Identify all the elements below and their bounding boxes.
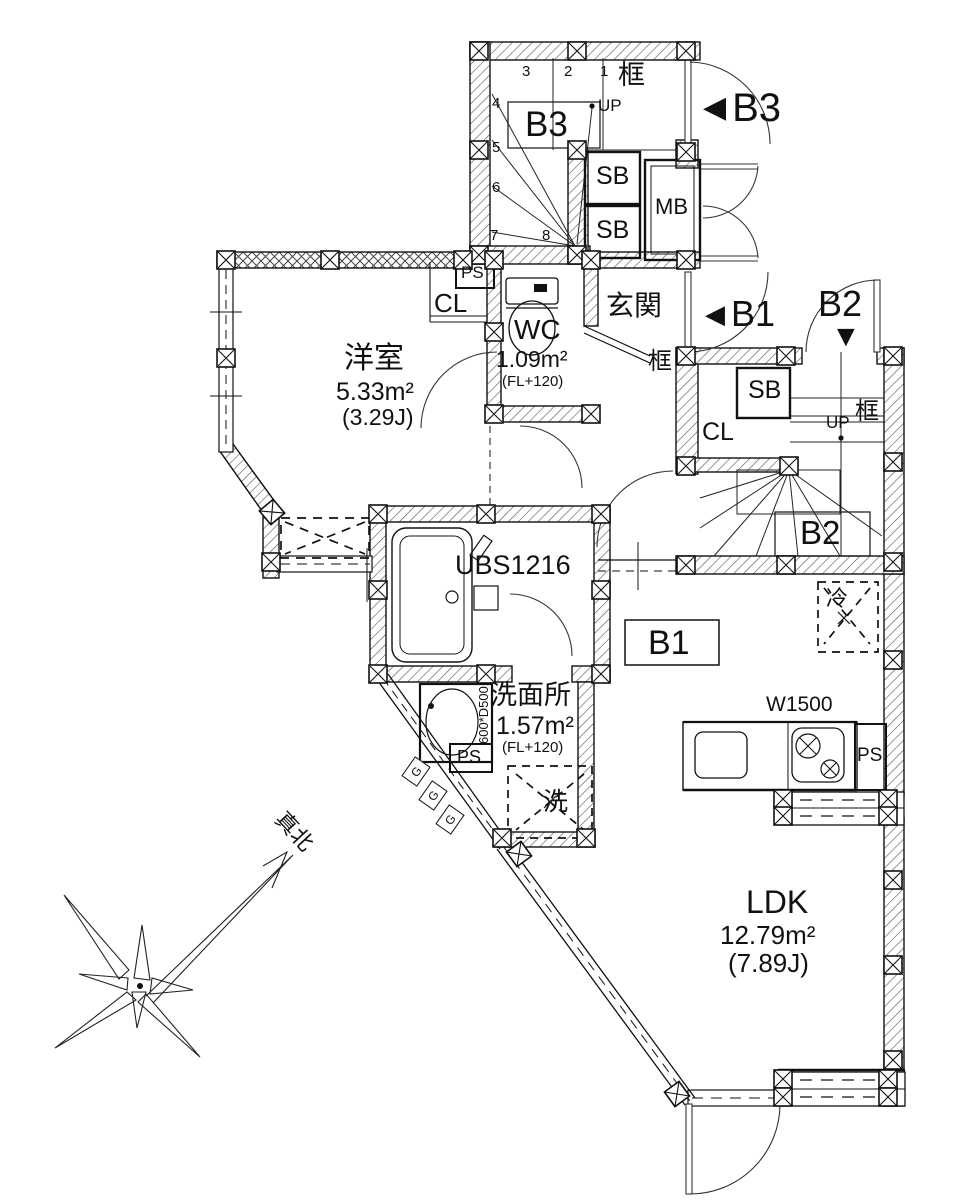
b1-label-box [624, 619, 720, 666]
fridge-label: 冷 [826, 586, 849, 611]
b3-step-8: 8 [542, 227, 551, 244]
entrance-label: 玄関 [606, 290, 663, 321]
ldk-name: LDK [746, 884, 809, 920]
ps-label-3: PS [857, 745, 883, 766]
toilet [505, 277, 559, 356]
bath-unit-label: UBS1216 [455, 550, 571, 580]
washroom-floor-level: (FL+120) [502, 739, 564, 756]
gas-meter-3-label: G [441, 811, 459, 828]
stairs-b2-label: B2 [800, 514, 841, 551]
sb-label-1: SB [596, 162, 630, 190]
up-label-b2: UP [826, 413, 850, 432]
ps-label-2: PS [457, 747, 482, 767]
entry-b3-label: B3 [732, 86, 782, 130]
western-room-jo: (3.29J) [342, 404, 414, 430]
balcony-space [280, 517, 370, 559]
washroom-name: 洗面所 [490, 680, 571, 710]
kamachi-label-genkan: 框 [648, 348, 672, 375]
bathtub [391, 527, 499, 663]
fridge-space [817, 581, 879, 653]
entry-b1: ◀ B1 [705, 296, 775, 332]
washer-label: 洗 [543, 788, 569, 816]
sink-size-label: 600*D500 [476, 686, 491, 744]
b3-step-2: 2 [564, 63, 573, 80]
wc-area: 1.09m² [496, 346, 568, 372]
gas-meter-1-label: G [407, 763, 425, 780]
entry-b2-label: B2 [818, 283, 863, 324]
b3-step-7: 7 [490, 227, 499, 244]
kamachi-label-b3: 框 [618, 60, 645, 90]
washroom-area: 1.57m² [496, 712, 574, 740]
wc-floor-level: (FL+120) [502, 373, 564, 390]
western-room-area: 5.33m² [336, 378, 414, 406]
up-label-b3: UP [598, 96, 622, 115]
kamachi-label-b2: 框 [855, 398, 879, 425]
kitchen-sink [694, 731, 748, 779]
b3-step-4: 4 [492, 95, 501, 112]
sb-label-3: SB [748, 376, 782, 404]
washroom-sink [418, 682, 494, 764]
stairs-b3-label: B3 [525, 105, 568, 144]
ldk-jo: (7.89J) [728, 948, 809, 978]
mb-label: MB [655, 194, 688, 219]
wc-name: WC [514, 314, 561, 345]
shoe-box-2 [583, 204, 642, 260]
entry-b3-arrow-icon: ◀ [703, 91, 727, 124]
mail-box [643, 158, 702, 262]
ps-label-1: PS [461, 263, 484, 282]
burner-1 [795, 733, 821, 759]
shoe-box-1 [583, 150, 642, 206]
b3-step-5: 5 [492, 139, 501, 156]
gas-meter-2-label: G [424, 787, 442, 804]
b3-step-1: 1 [600, 63, 609, 80]
b3-step-3: 3 [522, 63, 531, 80]
b3-step-6: 6 [492, 179, 501, 196]
burner-2 [820, 759, 840, 779]
entry-b1-label: B1 [731, 293, 776, 334]
ldk-area: 12.79m² [720, 920, 816, 950]
shoe-box-3 [735, 366, 792, 420]
western-room-name: 洋室 [344, 342, 404, 375]
entry-b2-arrow-icon: ▼ [831, 320, 861, 353]
cl-label-1: CL [434, 288, 468, 318]
unit-b1-label: B1 [648, 624, 690, 662]
entry-b1-arrow-icon: ◀ [705, 299, 725, 329]
fixtures [280, 150, 887, 839]
kitchen-width-label: W1500 [766, 693, 833, 716]
compass-rose [54, 850, 294, 1058]
stairs-b3 [491, 58, 676, 247]
cl-label-2: CL [702, 418, 734, 446]
stairs-b2 [699, 352, 884, 557]
kitchen-counter [682, 720, 858, 792]
sb-label-2: SB [596, 216, 630, 244]
entry-b3: ◀ B3 [703, 88, 781, 128]
